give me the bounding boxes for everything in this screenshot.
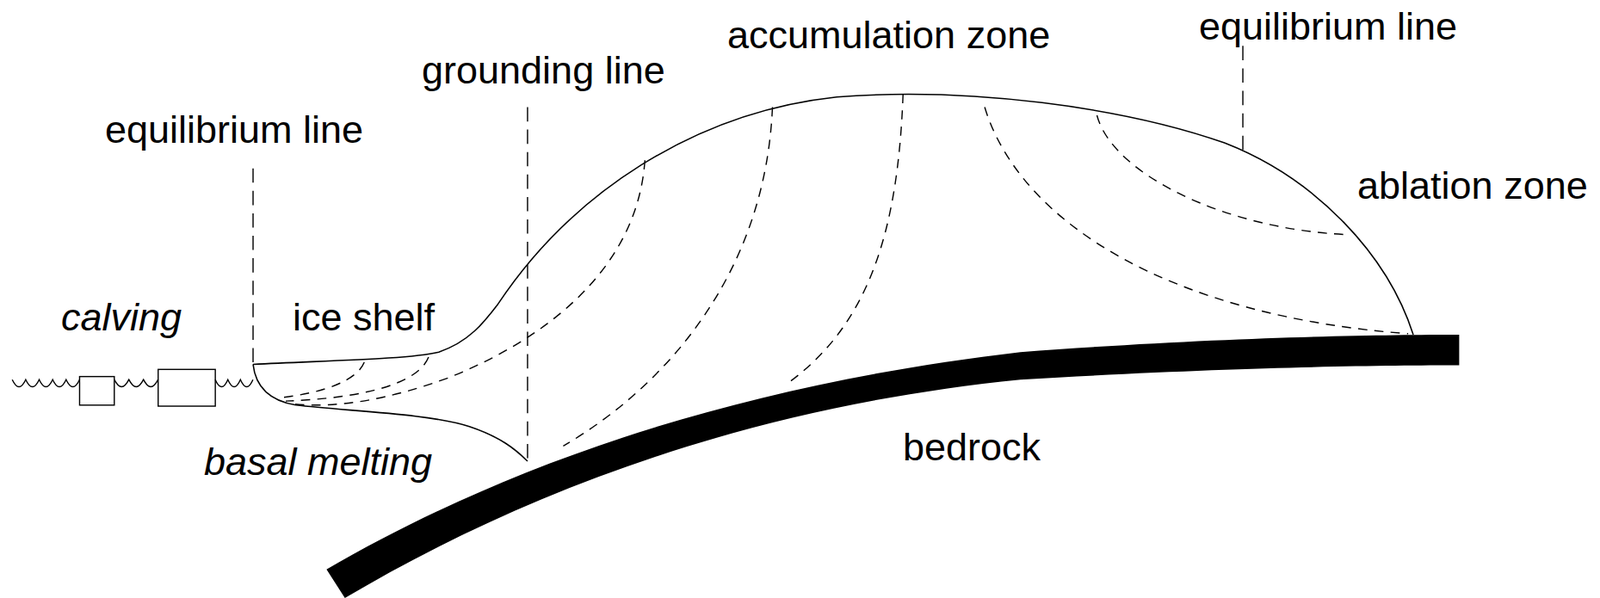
diagram-label: ablation zone xyxy=(1357,166,1588,205)
flow-lines xyxy=(277,93,1409,446)
diagram-label: equilibrium line xyxy=(105,110,364,149)
diagram-label: equilibrium line xyxy=(1198,6,1458,46)
marker-lines xyxy=(253,45,1243,462)
bedrock-band xyxy=(326,334,1459,598)
diagram-label: ice shelf xyxy=(292,297,435,337)
calving-sea xyxy=(12,369,254,407)
diagram-label: bedrock xyxy=(902,427,1041,467)
diagram-label: calving xyxy=(61,297,182,337)
diagram-label: basal melting xyxy=(203,442,433,482)
diagram-label: accumulation zone xyxy=(727,15,1051,55)
ice-surface xyxy=(253,94,1414,365)
diagram-label: grounding line xyxy=(421,50,666,90)
